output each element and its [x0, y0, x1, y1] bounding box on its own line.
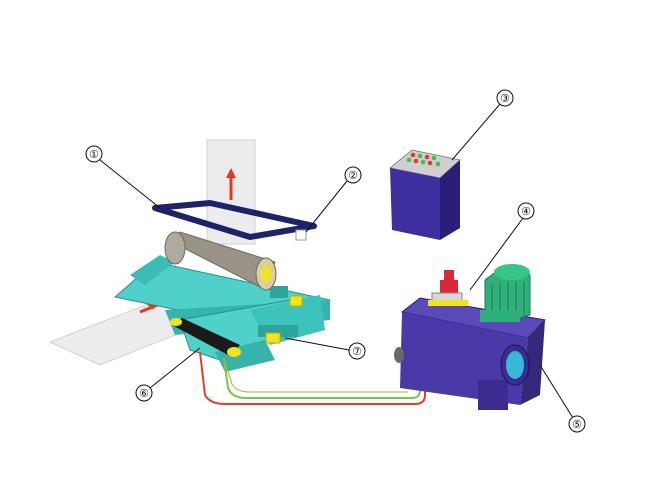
- callout-6: ⑥: [136, 385, 152, 401]
- callout-7: ⑦: [349, 343, 365, 359]
- callout-3-label: ③: [500, 92, 510, 105]
- electric-motor: [480, 264, 530, 322]
- callout-1-label: ①: [89, 148, 99, 161]
- callout-3: ③: [497, 90, 513, 106]
- callout-4-label: ④: [521, 205, 531, 218]
- control-valve: [428, 270, 468, 306]
- callout-4: ④: [518, 203, 534, 219]
- control-box: [390, 150, 460, 240]
- callout-6-label: ⑥: [139, 387, 149, 400]
- callout-5-label: ⑤: [572, 418, 582, 431]
- callout-5: ⑤: [569, 416, 585, 432]
- callout-1: ①: [86, 146, 102, 162]
- callout-7-label: ⑦: [352, 345, 362, 358]
- callout-2: ②: [345, 167, 361, 183]
- callout-2-label: ②: [348, 169, 358, 182]
